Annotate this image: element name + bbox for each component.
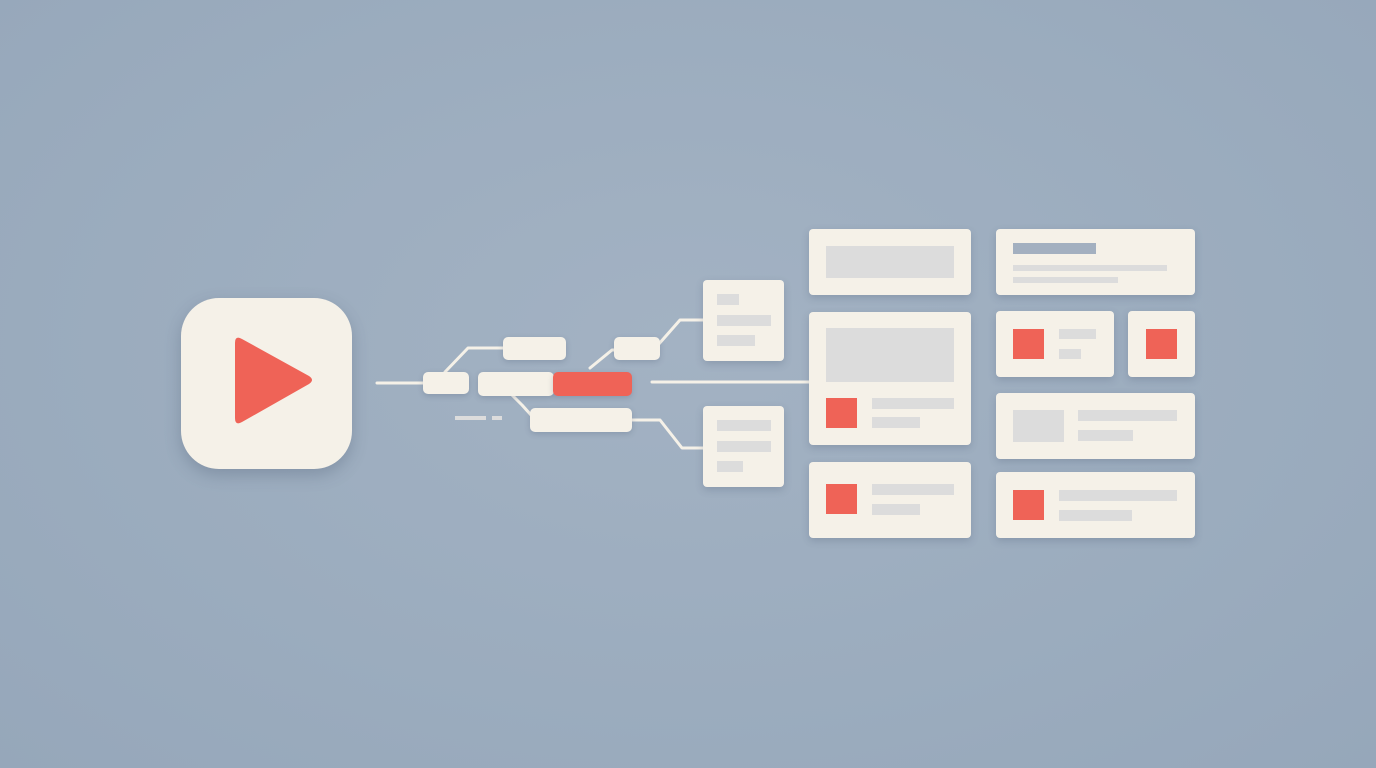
placeholder-line [717,420,771,431]
placeholder-line [1059,510,1132,521]
card-bottom-left [809,462,971,538]
card-bottom-right [996,472,1195,538]
red-marker [1013,329,1044,359]
red-marker [1013,490,1044,520]
card-header-left [809,229,971,295]
placeholder-line [717,441,771,452]
play-icon [235,337,312,424]
node-upper-right [614,337,660,360]
card-small-top [703,280,784,361]
placeholder-line [1059,349,1081,359]
red-marker [826,484,857,514]
placeholder-line [717,315,771,326]
placeholder-line [872,417,920,428]
placeholder-line [872,484,954,495]
wire-to-card-bottom [628,418,706,450]
play-button-tile [181,298,352,469]
placeholder-line [1013,265,1167,271]
placeholder-image [1013,410,1064,442]
placeholder-block [826,246,954,278]
node-upper [503,337,566,360]
card-mid-left [996,311,1114,377]
red-marker [1146,329,1177,359]
placeholder-image [826,328,954,382]
placeholder-line [872,398,954,409]
node-highlighted [553,372,632,396]
node-middle [478,372,554,396]
wire-to-card-top [656,318,706,347]
node-lower [530,408,632,432]
card-wide-middle [996,393,1195,459]
placeholder-title [1013,243,1096,254]
red-marker [826,398,857,428]
placeholder-line [1013,277,1118,283]
card-mid-right [1128,311,1195,377]
card-feature [809,312,971,445]
placeholder-line [1078,410,1177,421]
card-small-bottom [703,406,784,487]
placeholder-line [717,461,743,472]
placeholder-line [872,504,920,515]
placeholder-line [1078,430,1133,441]
placeholder-line [717,294,739,305]
wire-branch-up [443,346,507,374]
placeholder-line [717,335,755,346]
card-header-right [996,229,1195,295]
placeholder-line [1059,490,1177,501]
node-input [423,372,469,394]
placeholder-line [1059,329,1096,339]
